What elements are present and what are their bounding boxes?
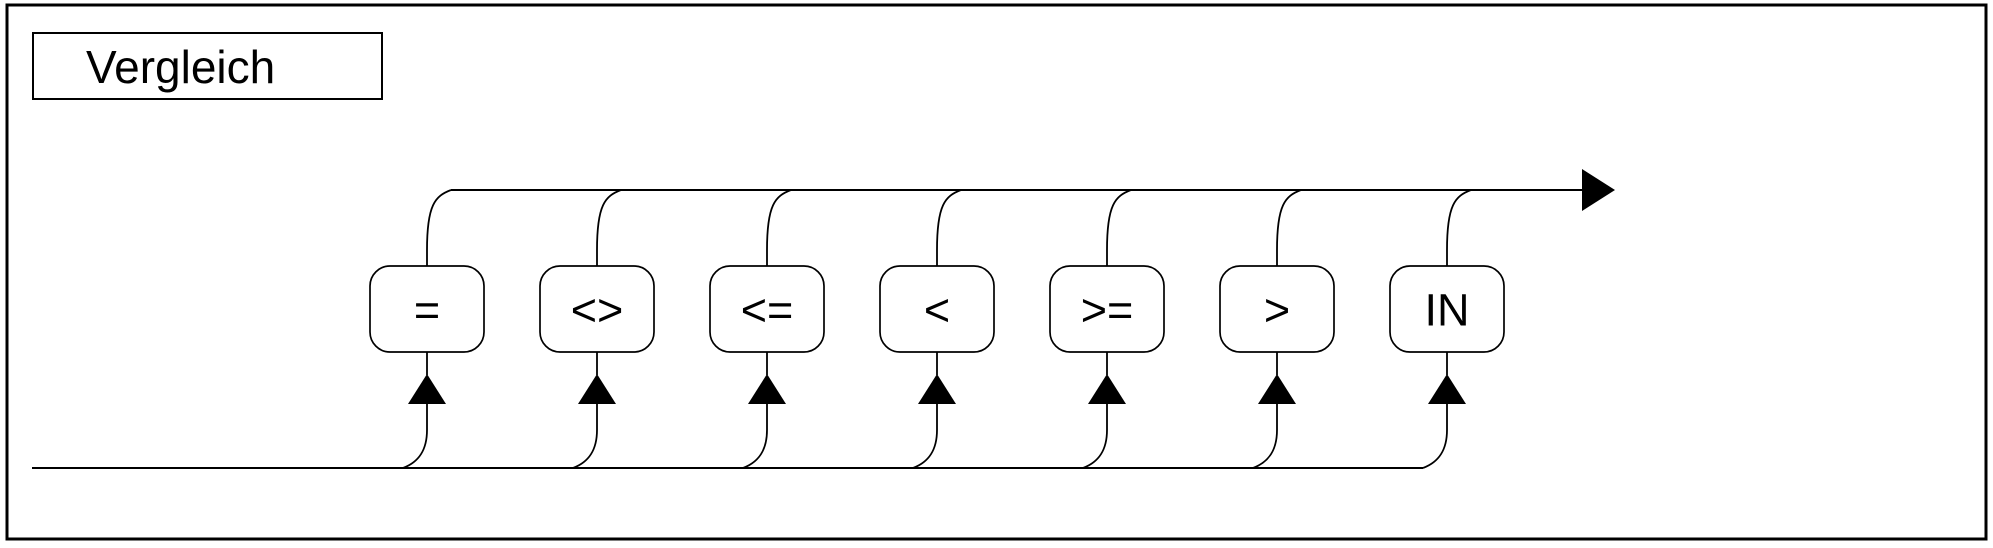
- operator-label: <=: [741, 285, 794, 336]
- operator-label: <: [924, 285, 950, 336]
- operator-branch: >=: [1049, 189, 1165, 469]
- bottom-connector: [1082, 404, 1108, 469]
- operator-label: >=: [1081, 285, 1134, 336]
- top-connector: [596, 189, 622, 266]
- bottom-connector: [912, 404, 938, 469]
- operator-label: =: [414, 285, 440, 336]
- up-arrowhead-icon: [1258, 374, 1296, 404]
- top-connector: [426, 189, 452, 266]
- top-connector: [1276, 189, 1302, 266]
- bottom-connector: [1252, 404, 1278, 469]
- bottom-connector: [402, 404, 428, 469]
- bottom-connector: [572, 404, 598, 469]
- operator-label: >: [1264, 285, 1290, 336]
- operator-branch: IN: [1389, 189, 1505, 469]
- operator-label: <>: [571, 285, 624, 336]
- up-arrowhead-icon: [918, 374, 956, 404]
- flow-arrowhead-icon: [1582, 169, 1615, 211]
- operator-branches: = <> <= < >= > IN: [369, 189, 1505, 469]
- title-box: [32, 32, 383, 100]
- bottom-connector: [1422, 404, 1448, 469]
- up-arrowhead-icon: [748, 374, 786, 404]
- top-connector: [1106, 189, 1132, 266]
- up-arrowhead-icon: [578, 374, 616, 404]
- operator-branch: <=: [709, 189, 825, 469]
- operator-branch: =: [369, 189, 485, 469]
- operator-branch: <: [879, 189, 995, 469]
- bottom-connector: [742, 404, 768, 469]
- page-title: Vergleich: [86, 41, 275, 93]
- operator-branch: <>: [539, 189, 655, 469]
- up-arrowhead-icon: [1428, 374, 1466, 404]
- operator-label: IN: [1425, 285, 1470, 336]
- up-arrowhead-icon: [1088, 374, 1126, 404]
- operator-branch: >: [1219, 189, 1335, 469]
- up-arrowhead-icon: [408, 374, 446, 404]
- top-connector: [766, 189, 792, 266]
- outer-border: [5, 3, 1988, 541]
- top-connector: [1446, 189, 1472, 266]
- top-connector: [936, 189, 962, 266]
